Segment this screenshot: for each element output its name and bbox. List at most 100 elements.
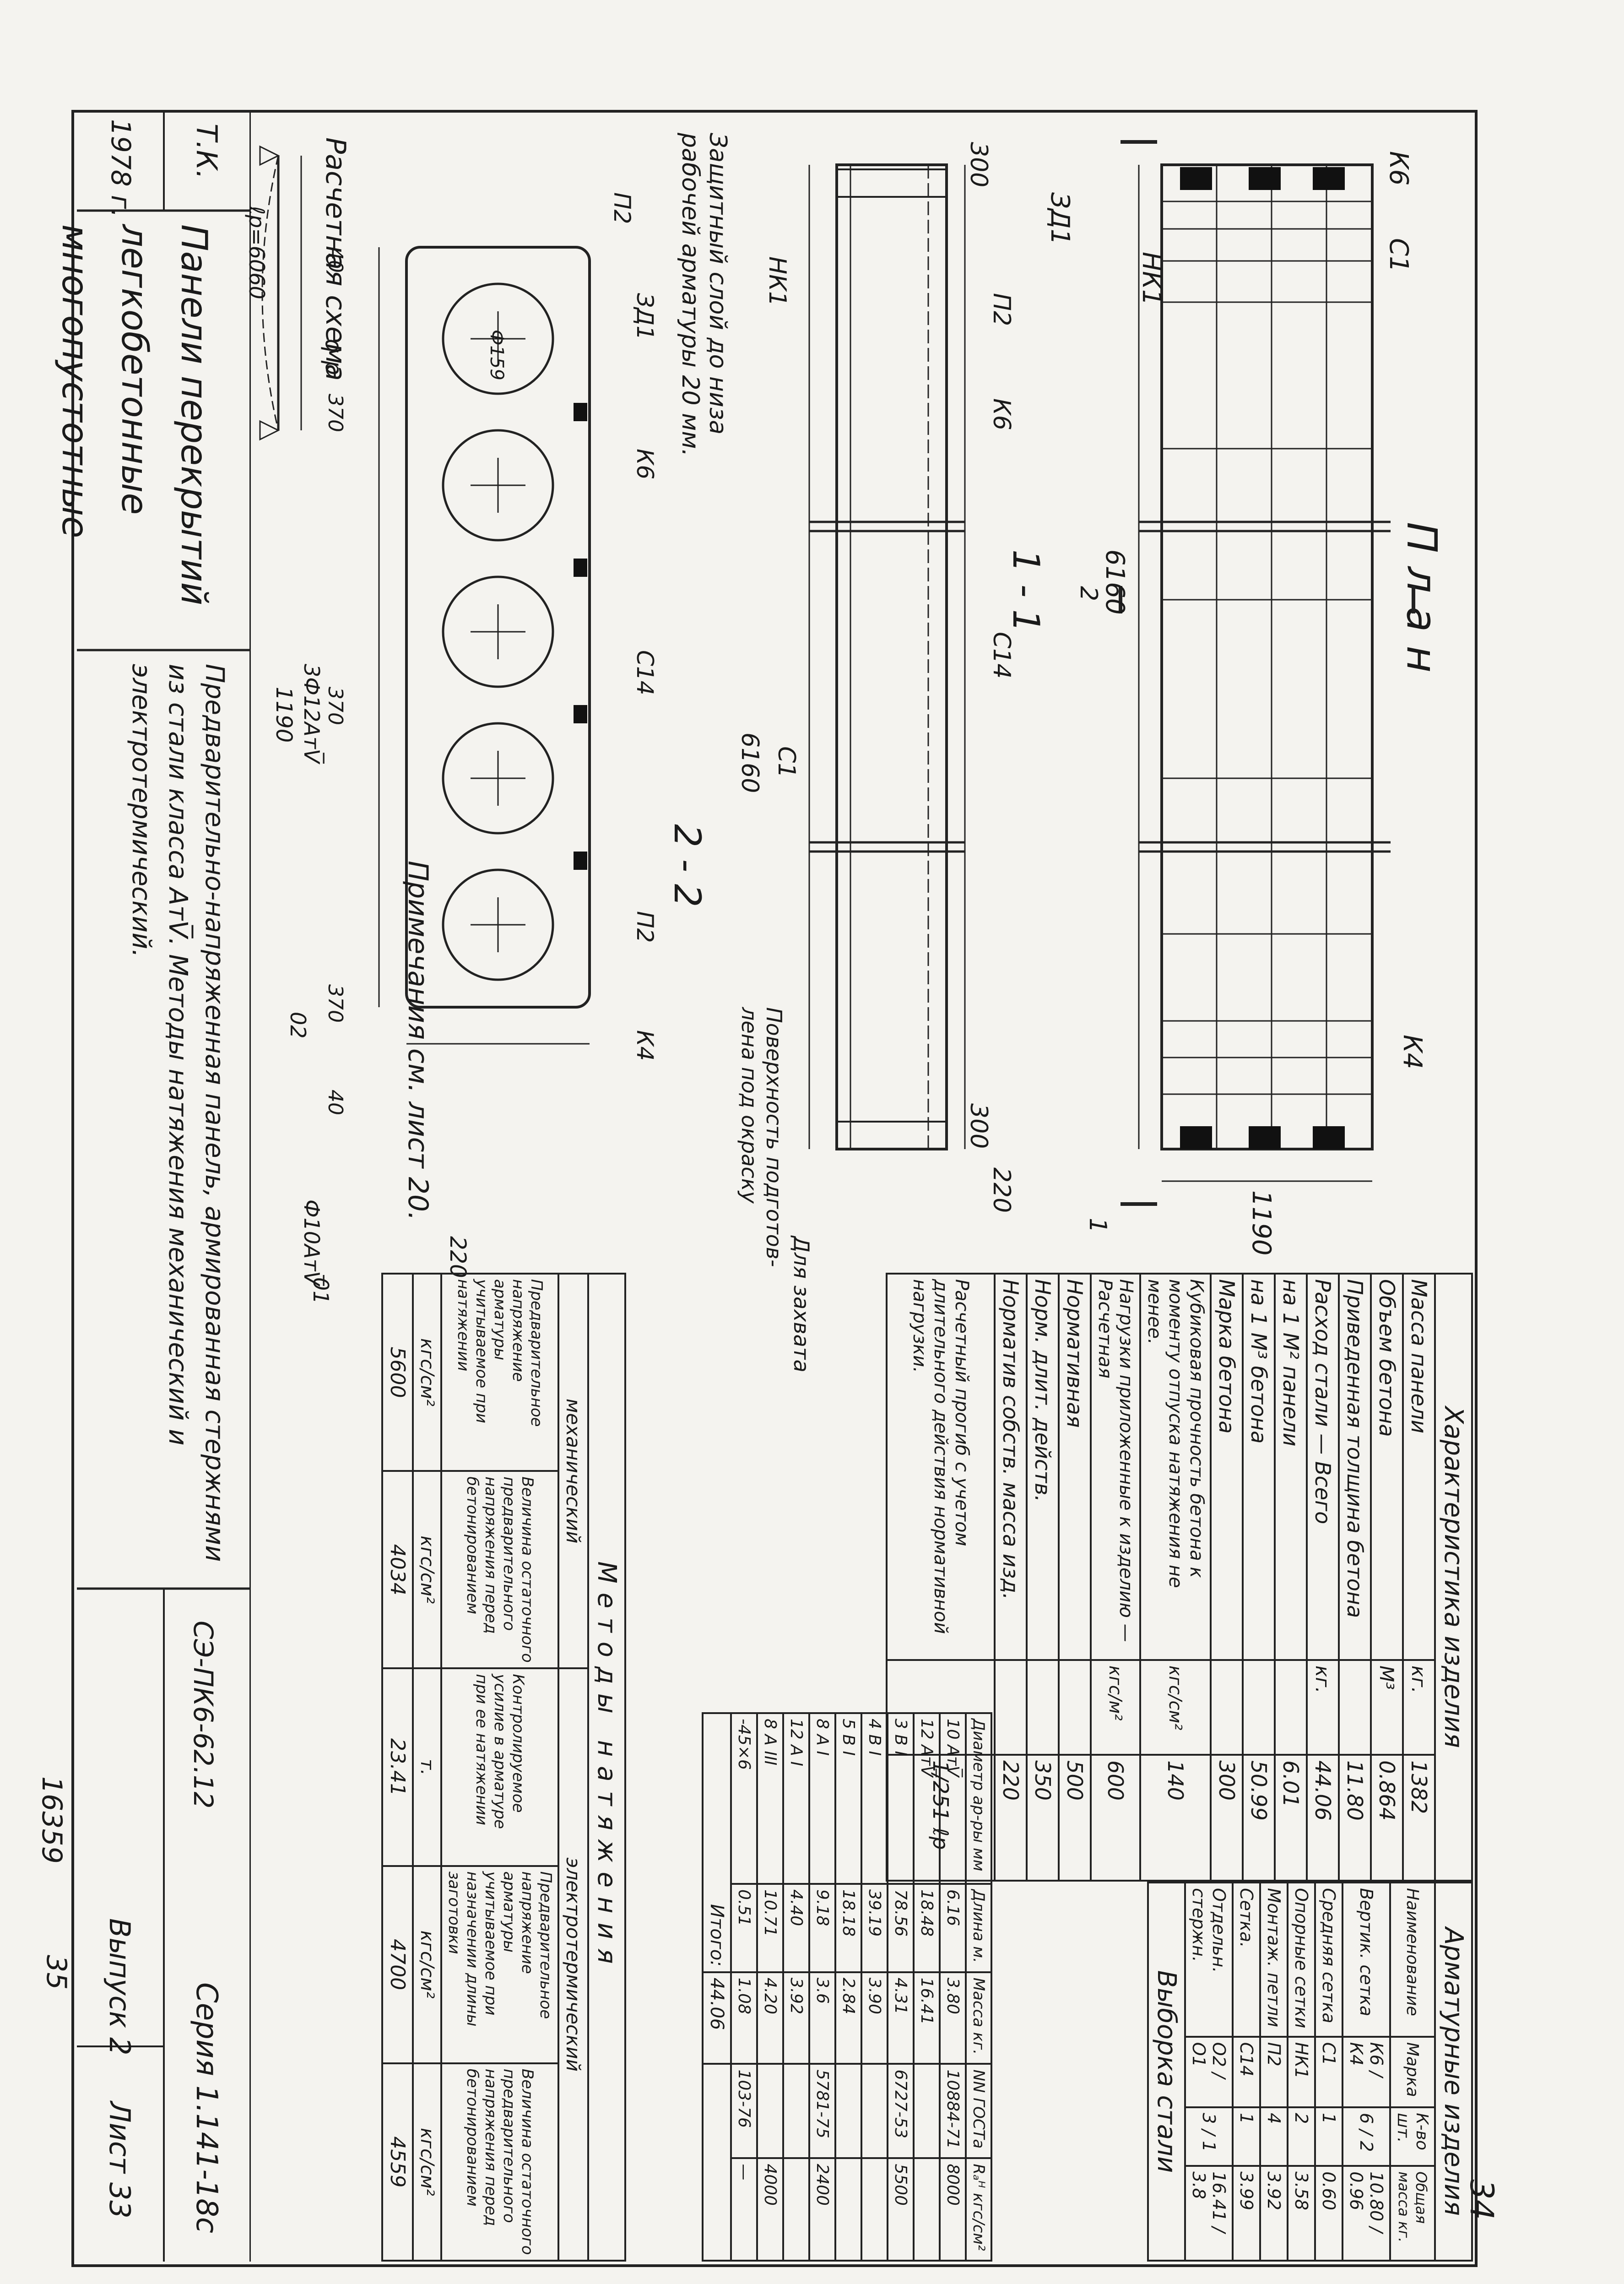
steel-cell: 6.16 xyxy=(940,1883,966,1972)
char-row-unit xyxy=(1243,1660,1275,1755)
s1-label-c14: С14 xyxy=(988,632,1015,679)
steel-cell xyxy=(835,2064,861,2159)
s2-dim-370c: 370 xyxy=(324,984,347,1023)
plan-drawing xyxy=(1119,140,1415,1206)
steel-cell xyxy=(861,2158,888,2261)
section-2-drawing xyxy=(378,246,591,1045)
char-row-unit xyxy=(995,1660,1027,1755)
title-name: Панели перекрытий легкобетонные многопус… xyxy=(54,224,214,606)
s2-dim-370b: 370 xyxy=(324,687,347,725)
arm-cell: НК1 xyxy=(1288,2036,1315,2108)
steel-cell: 103-76 xyxy=(731,2064,757,2159)
char-row-value: 350 xyxy=(1027,1755,1059,1881)
char-row-label: на 1 М³ бетона xyxy=(1243,1274,1275,1660)
methods-value: 4034 xyxy=(382,1471,413,1669)
arm-cell: 1 xyxy=(1315,2107,1343,2166)
s2-dim-40b: 40 xyxy=(324,1090,347,1115)
arm-cell: 0.60 xyxy=(1315,2166,1343,2261)
methods-col-text: Контролируемое усилие в арматуре при ее … xyxy=(441,1668,558,1866)
char-row-label: Нагрузки приложенные к изделию — Расчетн… xyxy=(1091,1274,1140,1660)
steel-cell: 3.6 xyxy=(809,1972,835,2064)
s2-label-zd1: ЗД1 xyxy=(632,293,658,340)
steel-cell: 4.40 xyxy=(783,1883,809,1972)
char-row-value: 600 xyxy=(1091,1755,1140,1881)
steel-cell xyxy=(914,2064,940,2159)
steel-cell: 4000 xyxy=(757,2158,783,2261)
s1-grip-note: Для захвата xyxy=(789,1236,814,1373)
plan-label-c1: С1 xyxy=(1384,238,1413,272)
methods-unit: кгс/см² xyxy=(413,1471,441,1669)
methods-mechanical: механический xyxy=(558,1274,588,1669)
char-row-unit: кгс/см² xyxy=(1140,1660,1211,1755)
steel-cell: 12 АтV̅ xyxy=(914,1713,940,1884)
arm-cell: 16.41 / 3.8 xyxy=(1185,2166,1233,2261)
char-row-value: 0.864 xyxy=(1371,1755,1403,1881)
steel-cell: -45×6 xyxy=(731,1713,757,1884)
methods-col-text: Предварительное напряжение арматуры учит… xyxy=(441,1866,558,2063)
title-issue: Выпуск 2 xyxy=(103,1918,136,2056)
notes-text: Примечания см. лист 20. xyxy=(402,861,434,1221)
steel-cell xyxy=(835,2158,861,2261)
steel-cell: 78.56 xyxy=(888,1883,914,1972)
steel-cell: 3.92 xyxy=(783,1972,809,2064)
arm-cell: Опорные сетки xyxy=(1288,1883,1315,2037)
s2-void-diameter: Ф159 xyxy=(486,330,507,380)
steel-total-label: Итого: xyxy=(703,1713,731,1972)
arm-cell: 1 xyxy=(1233,2107,1260,2166)
section-1-drawing xyxy=(808,163,966,1150)
char-row-label: Норм. длит. действ. xyxy=(1027,1274,1059,1660)
arm-cell: 4 xyxy=(1260,2107,1288,2166)
steel-cell: 4 В І xyxy=(861,1713,888,1884)
s1-label-p2: П2 xyxy=(988,293,1015,326)
steel-cell: 5500 xyxy=(888,2158,914,2261)
plan-label-zd1: ЗД1 xyxy=(1045,192,1075,245)
char-row-label: Марка бетона xyxy=(1211,1274,1243,1660)
char-row-value: 140 xyxy=(1140,1755,1211,1881)
char-row-value: 50.99 xyxy=(1243,1755,1275,1881)
s2-dim-370a: 370 xyxy=(324,394,347,432)
methods-value: 5600 xyxy=(382,1274,413,1471)
methods-col-text: Предварительное напряжение арматуры учит… xyxy=(441,1274,558,1471)
arm-cell: О2 / О1 xyxy=(1185,2036,1233,2108)
steel-cell: 8000 xyxy=(940,2158,966,2261)
steel-cell: 6727-53 xyxy=(888,2064,914,2159)
steel-cell xyxy=(861,2064,888,2159)
char-row-label: Расчетный прогиб с учетом длительного де… xyxy=(887,1274,995,1660)
arm-table-title: Арматурные изделия xyxy=(1435,1883,1472,2261)
char-row-unit xyxy=(1211,1660,1243,1755)
methods-value: 23.41 xyxy=(382,1668,413,1866)
steel-cell: 8 А ІІІ xyxy=(757,1713,783,1884)
steel-cell: 4.31 xyxy=(888,1972,914,2064)
title-sheet: Лист 33 xyxy=(103,2101,136,2219)
methods-unit: кгс/см² xyxy=(413,1274,441,1471)
char-row-unit: М³ xyxy=(1371,1660,1403,1755)
char-row-unit xyxy=(1339,1660,1371,1755)
plan-dim-length: 6160 xyxy=(1100,549,1130,615)
steel-cell: 2400 xyxy=(809,2158,835,2261)
steel-cell xyxy=(914,2158,940,2261)
arm-cell: 3 / 1 xyxy=(1185,2107,1233,2166)
title-block-lines xyxy=(77,110,251,2262)
steel-cell: 4.20 xyxy=(757,1972,783,2064)
arm-header: Общая масса кг. xyxy=(1390,2166,1435,2261)
s1-surface-note: Поверхность подготов- лена под окраску xyxy=(737,1007,786,1267)
steel-header: Rₐᴴ кгс/см² xyxy=(966,2158,991,2261)
steel-cell: 3.90 xyxy=(861,1972,888,2064)
arm-cell: 10.80 / 0.96 xyxy=(1343,2166,1390,2261)
steel-cell xyxy=(783,2064,809,2159)
plan-dim-width: 1190 xyxy=(1246,1190,1276,1256)
char-table-title: Характеристика изделия xyxy=(1435,1274,1472,1881)
s2-circle-02: 02 xyxy=(286,1012,310,1039)
char-row-value: 6.01 xyxy=(1275,1755,1307,1881)
methods-unit: кгс/см² xyxy=(413,2063,441,2261)
char-row-label: Кубиковая прочность бетона к моменту отп… xyxy=(1140,1274,1211,1660)
char-row-label: Объем бетона xyxy=(1371,1274,1403,1660)
steel-cell: 0.51 xyxy=(731,1883,757,1972)
methods-table: Методы натяжения механический электротер… xyxy=(381,1273,626,2262)
plan-cut-2: 2 xyxy=(1075,586,1102,602)
steel-cell: 5 В І xyxy=(835,1713,861,1884)
s1-dim-300a: 300 xyxy=(965,142,992,188)
s2-dim-1190: 1190 xyxy=(271,687,297,743)
char-row-unit xyxy=(1275,1660,1307,1755)
